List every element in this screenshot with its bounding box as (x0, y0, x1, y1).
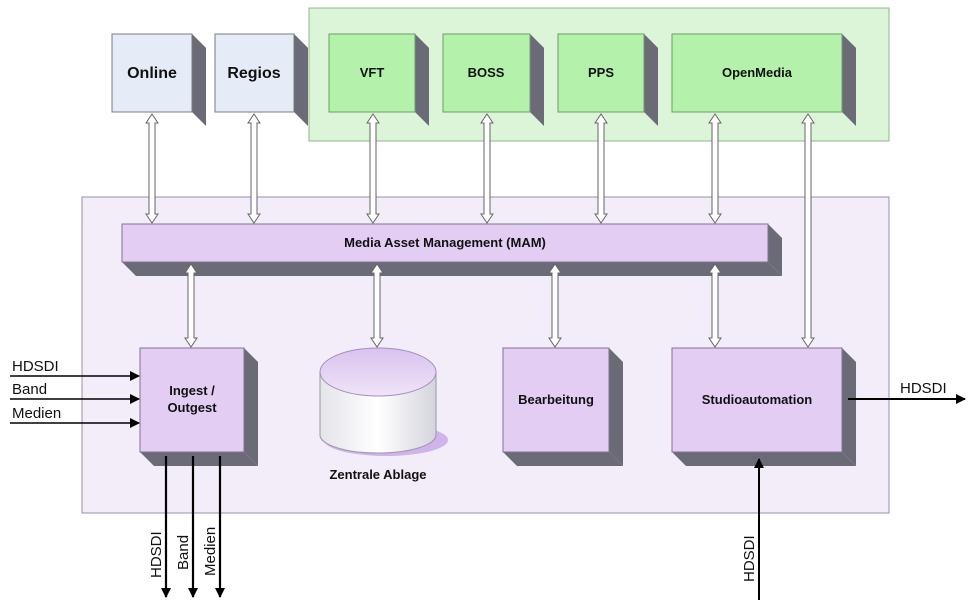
box-vft: VFT (328, 33, 429, 126)
input-label-hdsdi: HDSDI (12, 358, 59, 375)
left-inputs: HDSDI Band Medien (10, 358, 140, 428)
mam-label: Media Asset Management (MAM) (344, 235, 546, 250)
ingest-label-line1: Ingest / (169, 383, 215, 398)
connector-online-mam (145, 113, 159, 224)
mam-bar: Media Asset Management (MAM) (121, 223, 782, 276)
box-boss-label: BOSS (468, 65, 505, 80)
connector-mam-storage (370, 263, 384, 348)
connector-boss-mam (480, 113, 494, 224)
box-studioautomation: Studioautomation (671, 347, 856, 466)
connectors (145, 113, 815, 348)
output-label-medien: Medien (202, 527, 219, 576)
output-label-hdsdi: HDSDI (148, 531, 165, 578)
box-bearbeitung: Bearbeitung (502, 347, 623, 466)
box-ingest-outgest: Ingest / Outgest (139, 347, 258, 466)
box-online-label: Online (127, 65, 177, 82)
bottom-outputs: HDSDI Band Medien (148, 456, 225, 598)
bottom-input-label: HDSDI (741, 535, 758, 582)
connector-mam-studio (708, 263, 722, 348)
box-openmedia: OpenMedia (671, 33, 856, 126)
box-openmedia-label: OpenMedia (722, 65, 793, 80)
studioautomation-label: Studioautomation (702, 392, 813, 407)
connector-mam-ingest (184, 263, 198, 348)
box-boss: BOSS (442, 33, 544, 126)
box-regios-label: Regios (227, 65, 280, 82)
storage-cylinder: Zentrale Ablage (319, 347, 448, 482)
output-label-band: Band (175, 535, 192, 570)
input-label-medien: Medien (12, 405, 61, 422)
box-vft-label: VFT (360, 65, 385, 80)
ingest-label-line2: Outgest (167, 400, 217, 415)
box-pps-label: PPS (588, 65, 614, 80)
bearbeitung-label: Bearbeitung (518, 392, 594, 407)
connector-mam-bearbeitung (548, 263, 562, 348)
box-pps: PPS (557, 33, 658, 126)
input-label-band: Band (12, 381, 47, 398)
storage-label: Zentrale Ablage (329, 467, 426, 482)
connector-regios-mam (247, 113, 261, 224)
connector-vft-mam (366, 113, 380, 224)
box-online: Online (111, 33, 206, 126)
connector-openmedia-studio (801, 113, 815, 348)
box-regios: Regios (214, 33, 308, 126)
connector-pps-mam (594, 113, 608, 224)
connector-openmedia-mam (708, 113, 722, 224)
right-output-label: HDSDI (900, 380, 947, 397)
